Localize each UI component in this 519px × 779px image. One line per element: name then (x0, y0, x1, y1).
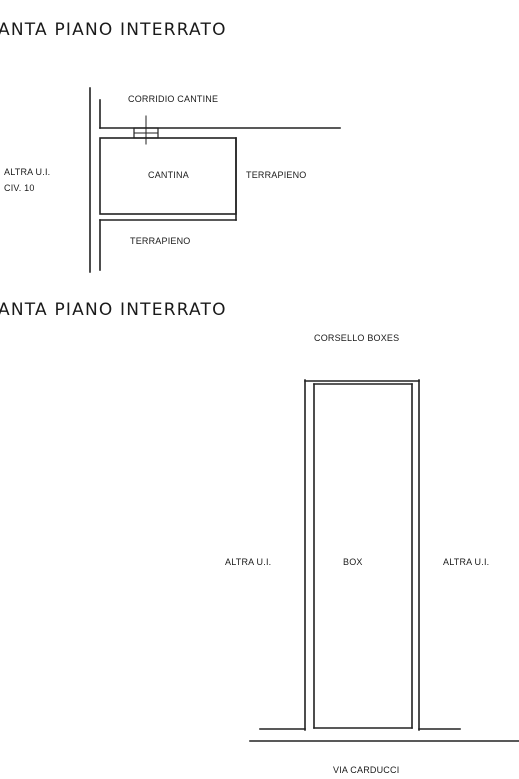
top-floor-plan (89, 87, 341, 273)
right-terrapieno-label: TERRAPIENO (246, 170, 307, 180)
via-carducci-label: VIA CARDUCCI (333, 765, 400, 775)
left-unit-label-line1: ALTRA U.I. (4, 167, 51, 177)
cantina-label: CANTINA (148, 170, 189, 180)
bottom-terrapieno-label: TERRAPIENO (130, 236, 191, 246)
right-altra-ui-label: ALTRA U.I. (443, 557, 490, 567)
corridor-label: CORRIDIO CANTINE (128, 94, 219, 104)
corsello-boxes-label: CORSELLO BOXES (314, 333, 400, 343)
top-plan-heading: ANTA PIANO INTERRATO (0, 20, 227, 40)
left-altra-ui-label: ALTRA U.I. (225, 557, 272, 567)
bottom-plan-heading: ANTA PIANO INTERRATO (0, 300, 227, 320)
box-label: BOX (343, 557, 363, 567)
left-unit-label-line2: CIV. 10 (4, 183, 35, 193)
bottom-floor-plan (249, 379, 519, 742)
